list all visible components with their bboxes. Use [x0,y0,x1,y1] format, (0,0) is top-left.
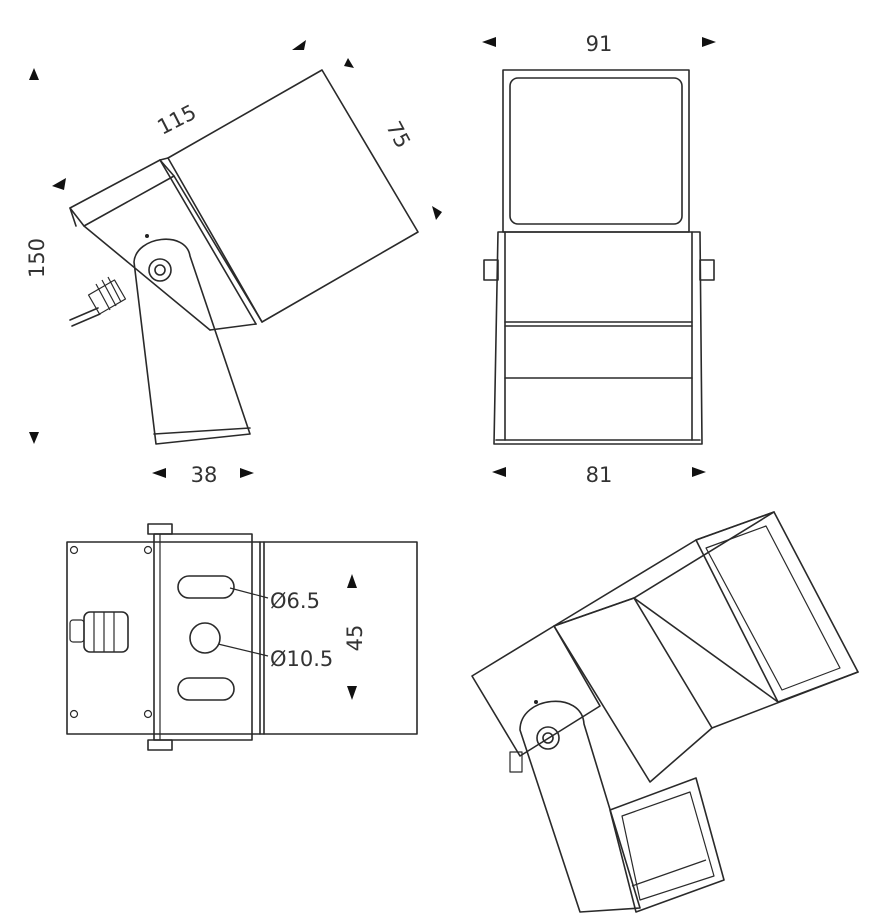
slot-top [177,575,235,599]
arrow [432,206,442,220]
iso-rear-housing [471,625,601,757]
iso-lens-face [695,511,859,703]
dim-hole-diameter: Ø10.5 [270,647,333,671]
arrow [492,467,506,477]
screw-icon [69,545,79,555]
iso-head-front [553,597,713,783]
iso-pivot-mark [534,700,538,704]
screw-icon [69,709,79,719]
arrow [347,574,357,588]
center-hole [189,622,221,654]
iso-head-edge [633,597,779,703]
arrow [29,68,39,80]
front-knob-right [699,259,715,281]
side-pivot-bolt [148,258,172,282]
side-joint-top [159,157,169,161]
iso-bracket-foot-line [631,859,707,887]
dim-slot-diameter: Ø6.5 [270,589,320,613]
arrow [52,178,66,190]
side-rear-edge [69,207,77,227]
slot-bottom [177,677,235,701]
leader-slot [229,587,269,599]
bottom-outline [66,541,418,735]
side-joint-line-2 [173,175,263,323]
screw-icon [143,545,153,555]
screw-icon [143,709,153,719]
front-knob-left [483,259,499,281]
side-housing-bottom-2 [209,323,257,331]
arrow [702,37,716,47]
bottom-view: Ø6.5 Ø10.5 45 [66,523,418,751]
dim-hole-spacing: 45 [343,625,367,652]
front-head [502,69,690,233]
side-pivot-mark [145,234,149,238]
arrow [482,37,496,47]
front-bracket [493,231,703,445]
arrow [344,58,354,68]
iso-pivot-bolt [536,726,560,750]
dim-base-width: 38 [191,463,218,487]
arrow [292,40,306,50]
iso-cable-gland [509,751,523,773]
leader-hole [217,643,269,657]
dim-depth: 75 [381,117,415,152]
bottom-tab-bottom [147,739,173,751]
arrow [692,467,706,477]
iso-pivot-bolt-inner [542,732,554,744]
front-view: 91 81 [482,32,716,487]
side-lamp-body [167,69,419,323]
isometric-view [471,511,859,913]
arrow [347,686,357,700]
side-housing-bottom [83,225,211,331]
side-cable-gland [69,276,127,327]
iso-bracket-arm [519,700,641,913]
front-lens [509,77,683,225]
iso-head-bottom-edge [711,671,859,729]
arrow [152,468,166,478]
side-pivot-bolt-inner [154,264,166,276]
dim-height: 150 [25,238,49,278]
bottom-tab-top [147,523,173,535]
side-bracket-foot-line [153,427,251,435]
dim-top-width: 91 [586,32,613,56]
iso-head-top [553,511,775,627]
iso-bracket-base [609,777,725,913]
arrow [29,432,39,444]
dim-bottom-width: 81 [586,463,613,487]
iso-lens-inner [705,525,841,691]
side-joint-line [159,159,257,325]
iso-bracket-inner [621,791,715,901]
side-view: 115 75 150 38 [25,40,442,487]
arrow [240,468,254,478]
bottom-cable-gland [69,611,129,653]
side-rear-housing [69,159,175,227]
side-bracket-arm [133,238,251,445]
bottom-bracket-plate [153,533,253,741]
dim-length: 115 [154,100,201,140]
